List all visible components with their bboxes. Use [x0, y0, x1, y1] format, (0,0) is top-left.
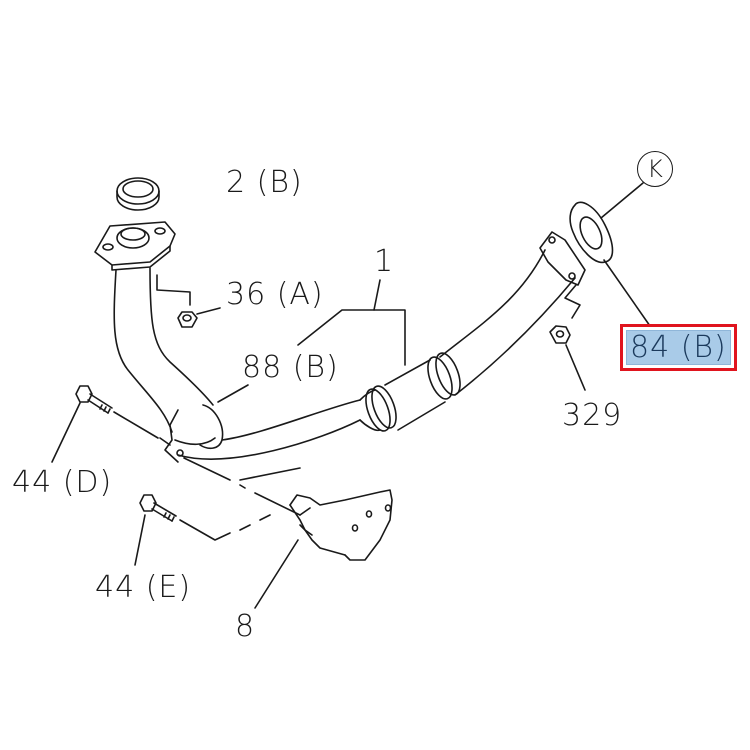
bracket-8-icon: [289, 489, 393, 561]
callout-label-1: 1: [374, 244, 395, 279]
bolt-44e-icon: [139, 494, 177, 522]
rear-pipe-icon: [439, 249, 576, 396]
nut-329-icon: [549, 325, 571, 344]
gasket-84-icon: [569, 201, 614, 264]
callout-label-36a: 36 (A): [226, 277, 324, 312]
callout-label-44e: 44 (E): [95, 570, 192, 605]
reference-marker-k: K: [637, 151, 673, 187]
gasket-ring-icon: [116, 177, 160, 211]
upper-flange-icon: [94, 221, 176, 271]
highlighted-callout-84b[interactable]: 84 (B): [620, 324, 737, 371]
clamp-88-icon: [159, 404, 224, 463]
callout-label-329: 329: [562, 398, 623, 433]
callout-label-44d: 44 (D): [12, 465, 113, 500]
nut-36-icon: [177, 311, 198, 328]
converter-icon: [359, 352, 461, 432]
callout-label-84b: 84 (B): [626, 330, 731, 365]
bolt-44d-icon: [75, 385, 113, 414]
rear-flange-icon: [539, 231, 586, 286]
callout-label-2b: 2 (B): [226, 165, 303, 200]
downpipe-icon: [113, 267, 361, 460]
callout-label-8: 8: [235, 609, 256, 644]
callout-label-88b: 88 (B): [242, 350, 339, 385]
